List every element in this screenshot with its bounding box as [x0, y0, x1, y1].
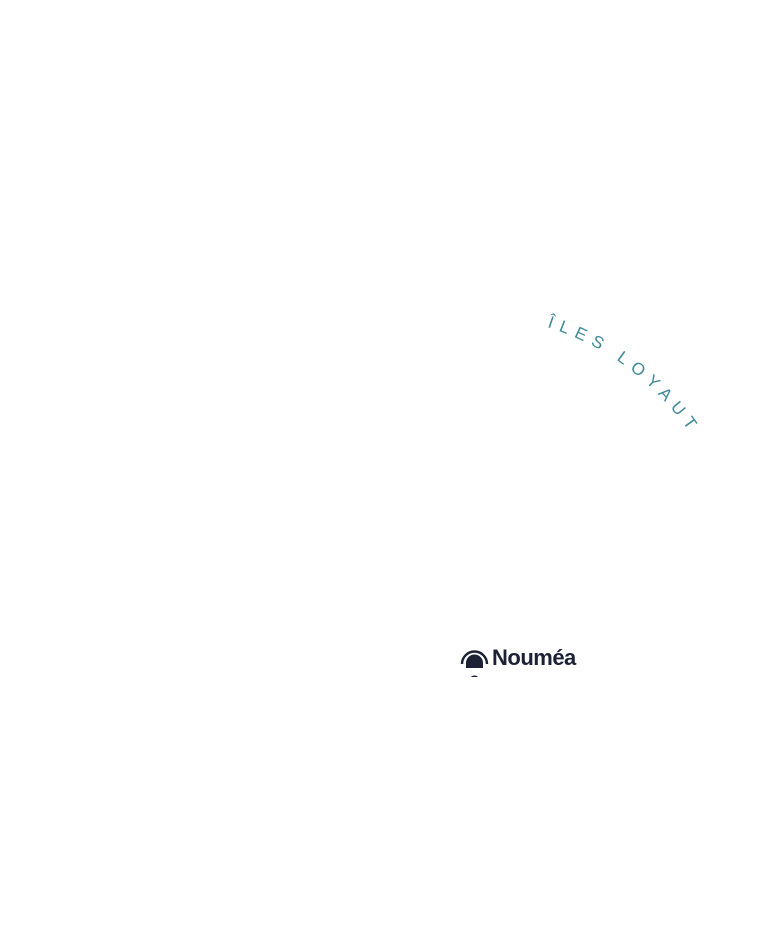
- city-marker-noumea[interactable]: Nouméa: [460, 644, 576, 678]
- city-label: Nouméa: [492, 645, 576, 670]
- region-label-text: Îles Loyauté: [0, 0, 698, 438]
- capital-city-icon: [460, 650, 489, 677]
- region-label-iles-loyaute: Îles Loyauté: [0, 0, 705, 438]
